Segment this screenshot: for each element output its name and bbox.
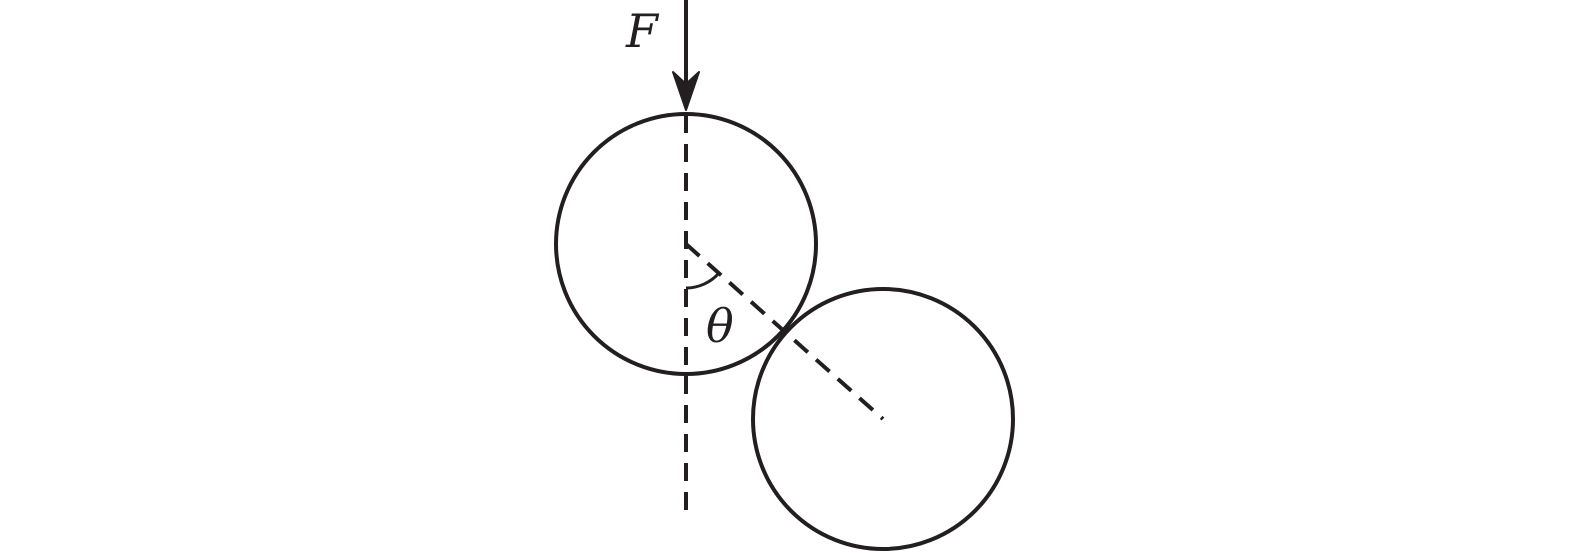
force-arrow-head <box>672 71 700 111</box>
force-label: F <box>625 4 660 58</box>
lower-sphere <box>751 287 1015 551</box>
angle-label: θ <box>706 299 734 353</box>
angle-arc <box>685 271 721 290</box>
upper-sphere <box>554 112 818 376</box>
